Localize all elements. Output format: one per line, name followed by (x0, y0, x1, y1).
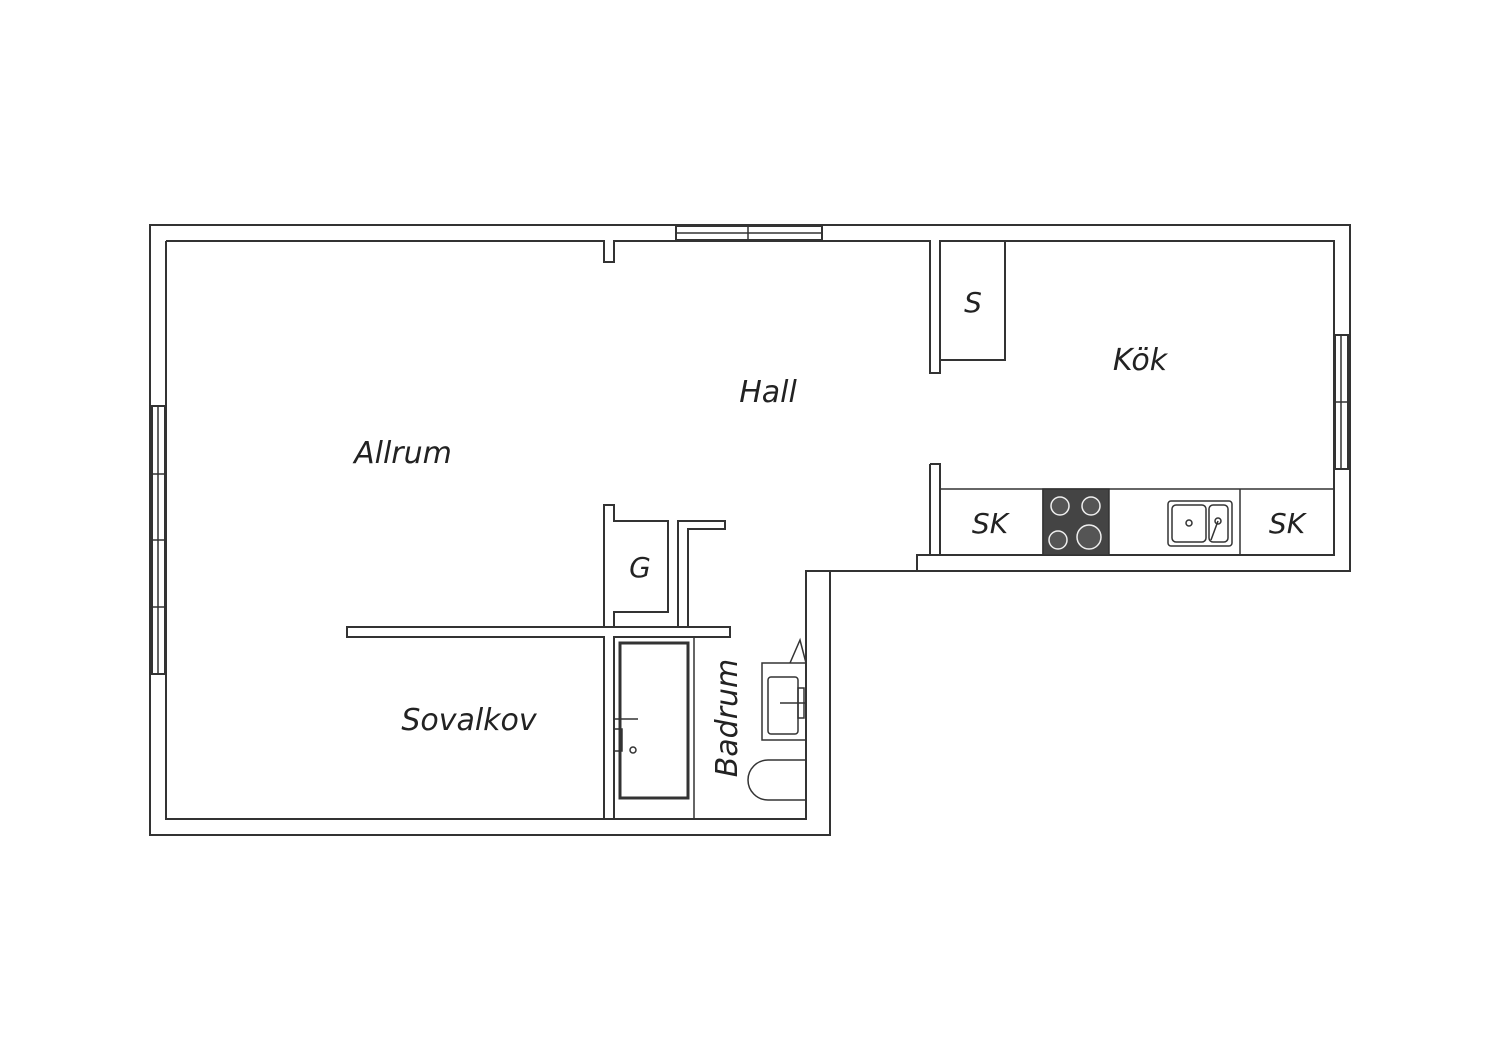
room-label-cabinet-left: SK (972, 507, 1011, 540)
window-left (151, 405, 166, 675)
bathtub-icon (613, 641, 690, 800)
interior-walls (346, 504, 731, 820)
window-top (675, 225, 823, 241)
room-label-hall: Hall (739, 375, 797, 410)
room-label-cabinet-right: SK (1269, 507, 1308, 540)
kitchen-sink-icon (1167, 500, 1233, 547)
room-label-storage: S (964, 286, 982, 319)
exterior-walls (149, 224, 1351, 836)
window-right (1334, 334, 1349, 470)
room-label-sovalkov: Sovalkov (401, 703, 538, 738)
bathroom-sink-icon (761, 637, 807, 741)
room-label-badrum: Badrum (710, 659, 745, 778)
room-label-wardrobe: G (629, 551, 651, 584)
toilet-icon (747, 759, 807, 801)
stove (1042, 488, 1110, 556)
room-label-kok: Kök (1113, 343, 1169, 378)
room-label-allrum: Allrum (352, 436, 452, 471)
